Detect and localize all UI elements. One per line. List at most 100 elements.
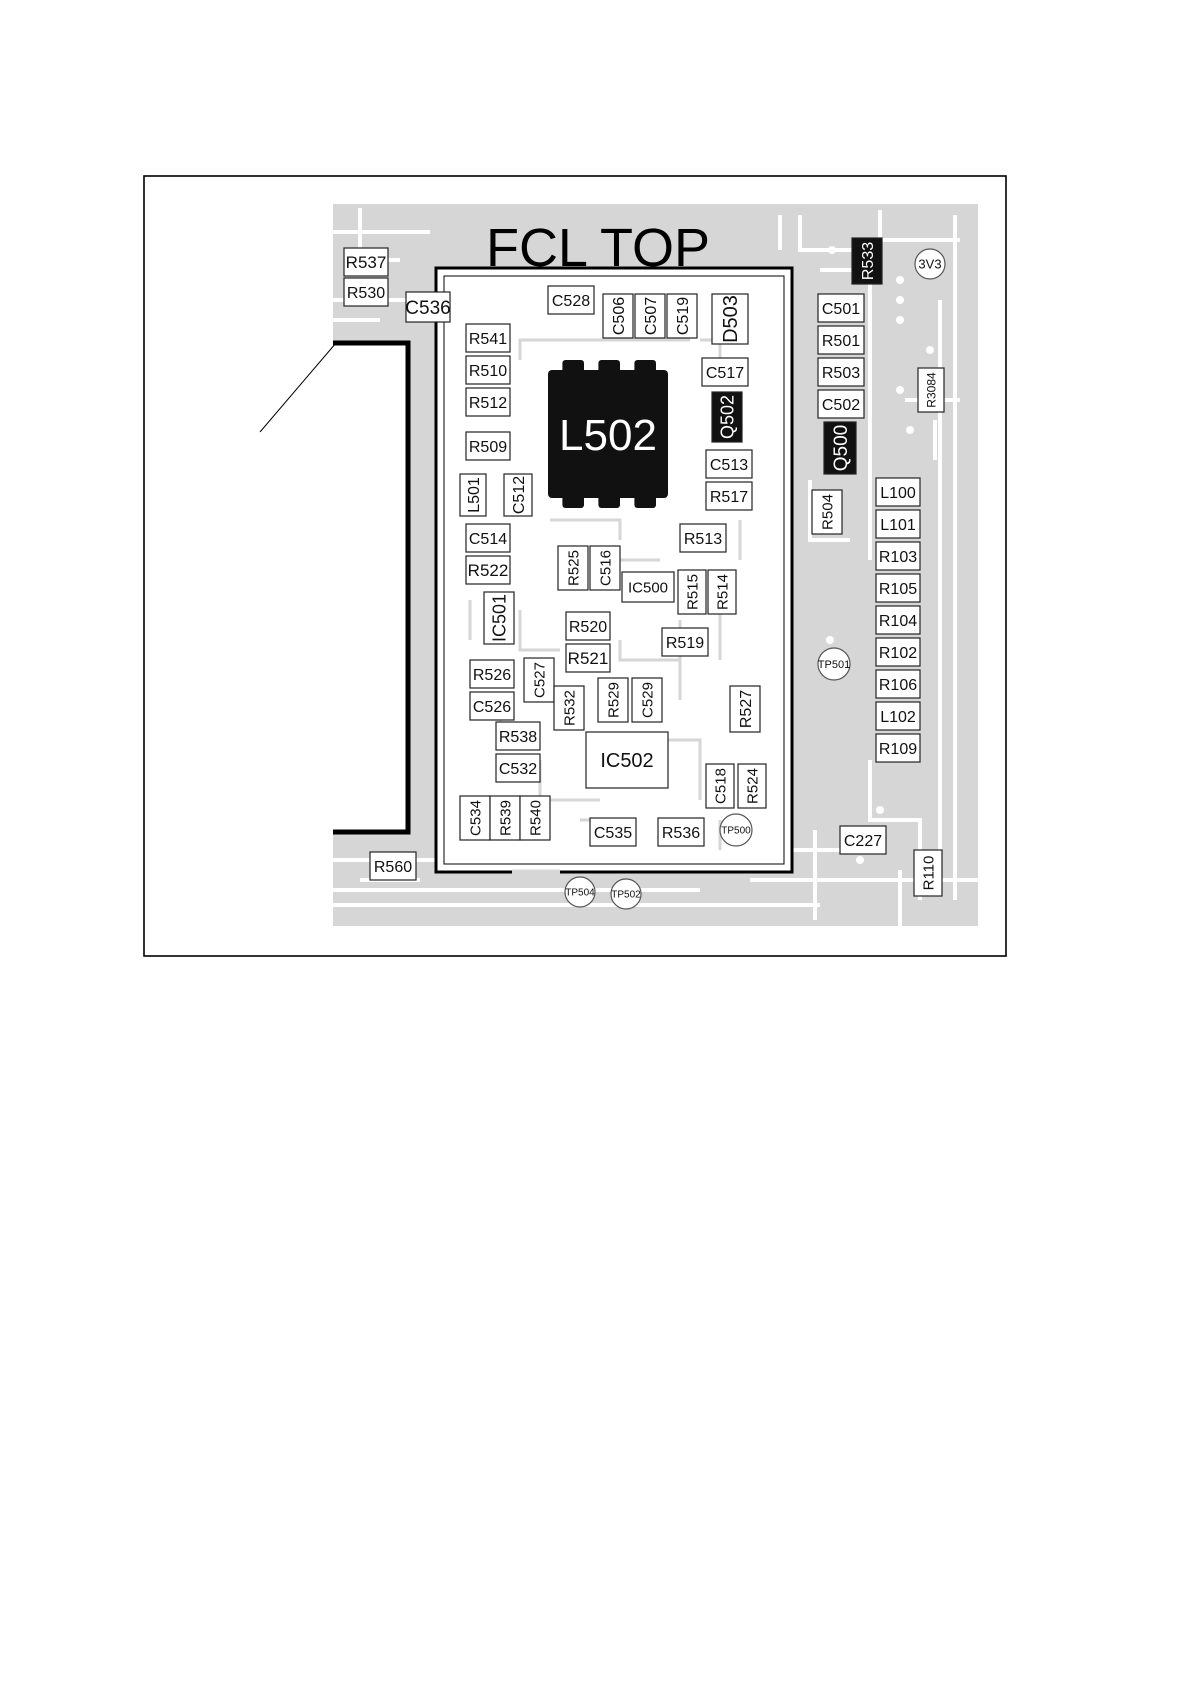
component-label: L100 bbox=[880, 485, 916, 502]
component-pad bbox=[913, 849, 943, 897]
component-c512: C512 bbox=[503, 473, 533, 517]
component-pad bbox=[465, 555, 511, 585]
component-label: C528 bbox=[552, 293, 590, 310]
component-tp500: TP500 bbox=[719, 813, 753, 847]
component-label: C502 bbox=[822, 397, 860, 414]
component-label: R103 bbox=[879, 549, 917, 566]
component-label: C527 bbox=[531, 662, 548, 698]
component-pad bbox=[495, 721, 541, 751]
component-pad bbox=[469, 659, 515, 689]
component-r503: R503 bbox=[817, 357, 865, 387]
component-label: R526 bbox=[473, 667, 511, 684]
component-label: Q500 bbox=[831, 425, 852, 471]
component-label: C535 bbox=[594, 825, 632, 842]
left-shield-frame bbox=[333, 340, 411, 835]
component-r538: R538 bbox=[495, 721, 541, 751]
component-pad bbox=[465, 355, 511, 385]
component-c535: C535 bbox=[589, 817, 637, 847]
component-pad bbox=[705, 449, 753, 479]
component-r514: R514 bbox=[707, 569, 737, 615]
component-label: C517 bbox=[706, 365, 744, 382]
component-pad bbox=[565, 643, 611, 673]
chip-body bbox=[548, 360, 668, 508]
component-c526: C526 bbox=[469, 691, 515, 721]
component-pad bbox=[875, 637, 921, 667]
component-pad bbox=[459, 795, 491, 841]
component-pad bbox=[405, 291, 451, 323]
component-pad bbox=[589, 545, 621, 591]
component-ic501: IC501 bbox=[483, 591, 515, 645]
component-c513: C513 bbox=[705, 449, 753, 479]
component-pad bbox=[489, 795, 521, 841]
component-label: R536 bbox=[662, 825, 700, 842]
component-label: R533 bbox=[860, 242, 877, 280]
component-label: TP500 bbox=[721, 826, 751, 837]
component-pad bbox=[917, 367, 945, 413]
component-label: R530 bbox=[347, 285, 385, 302]
component-c502: C502 bbox=[817, 389, 865, 419]
component-r560: R560 bbox=[369, 851, 417, 881]
component-label: C519 bbox=[675, 297, 692, 335]
component-r512: R512 bbox=[465, 387, 511, 417]
component-r509: R509 bbox=[465, 431, 511, 461]
component-label: R538 bbox=[499, 729, 537, 746]
component-label: TP502 bbox=[611, 890, 641, 901]
component-pad bbox=[707, 569, 737, 615]
component-pad bbox=[851, 237, 883, 285]
component-label: R521 bbox=[568, 649, 609, 668]
component-pad bbox=[553, 685, 585, 731]
component-c507: C507 bbox=[634, 293, 666, 339]
component-pad bbox=[343, 277, 389, 307]
component-label: R539 bbox=[497, 800, 514, 836]
component-label: R504 bbox=[819, 494, 836, 530]
component-label: C227 bbox=[844, 833, 882, 850]
component-label: R106 bbox=[879, 677, 917, 694]
component-label: C529 bbox=[639, 682, 656, 718]
component-label: R515 bbox=[684, 574, 701, 610]
component-pad bbox=[666, 293, 698, 339]
component-tp-3v3: 3V3 bbox=[914, 248, 946, 280]
component-c536: C536 bbox=[405, 291, 451, 323]
component-label: L102 bbox=[880, 709, 916, 726]
component-label: TP501 bbox=[818, 659, 850, 671]
component-pad bbox=[875, 509, 921, 539]
component-pad bbox=[817, 357, 865, 387]
component-l100: L100 bbox=[875, 477, 921, 507]
component-l101: L101 bbox=[875, 509, 921, 539]
component-c516: C516 bbox=[589, 545, 621, 591]
component-pad bbox=[811, 489, 843, 535]
component-pad bbox=[634, 293, 666, 339]
component-r517: R517 bbox=[705, 481, 753, 511]
component-c517: C517 bbox=[701, 357, 749, 387]
component-r530: R530 bbox=[343, 277, 389, 307]
component-pad bbox=[711, 391, 743, 443]
component-pad bbox=[823, 421, 857, 475]
component-label: C506 bbox=[611, 297, 628, 335]
component-pad bbox=[465, 387, 511, 417]
test-point-marker bbox=[914, 248, 946, 280]
component-label: R109 bbox=[879, 741, 917, 758]
component-c528: C528 bbox=[547, 285, 595, 315]
component-l102: L102 bbox=[875, 701, 921, 731]
component-pad bbox=[602, 293, 634, 339]
component-r519: R519 bbox=[661, 627, 709, 657]
component-pad bbox=[701, 357, 749, 387]
component-r105: R105 bbox=[875, 573, 921, 603]
component-label: IC502 bbox=[600, 750, 653, 772]
component-label: R104 bbox=[879, 613, 917, 630]
test-point-marker bbox=[610, 878, 642, 910]
component-label: C536 bbox=[405, 298, 450, 319]
component-label: D503 bbox=[720, 295, 742, 343]
component-r532: R532 bbox=[553, 685, 585, 731]
component-label: R560 bbox=[374, 859, 412, 876]
component-label: C512 bbox=[511, 476, 528, 514]
component-label: R540 bbox=[527, 800, 544, 836]
test-point-marker bbox=[817, 647, 851, 681]
component-label: C516 bbox=[597, 550, 614, 586]
component-r520: R520 bbox=[565, 611, 611, 641]
component-label: L101 bbox=[880, 517, 916, 534]
component-label: R520 bbox=[569, 619, 607, 636]
component-label: IC500 bbox=[628, 579, 668, 596]
component-c529: C529 bbox=[631, 677, 663, 723]
